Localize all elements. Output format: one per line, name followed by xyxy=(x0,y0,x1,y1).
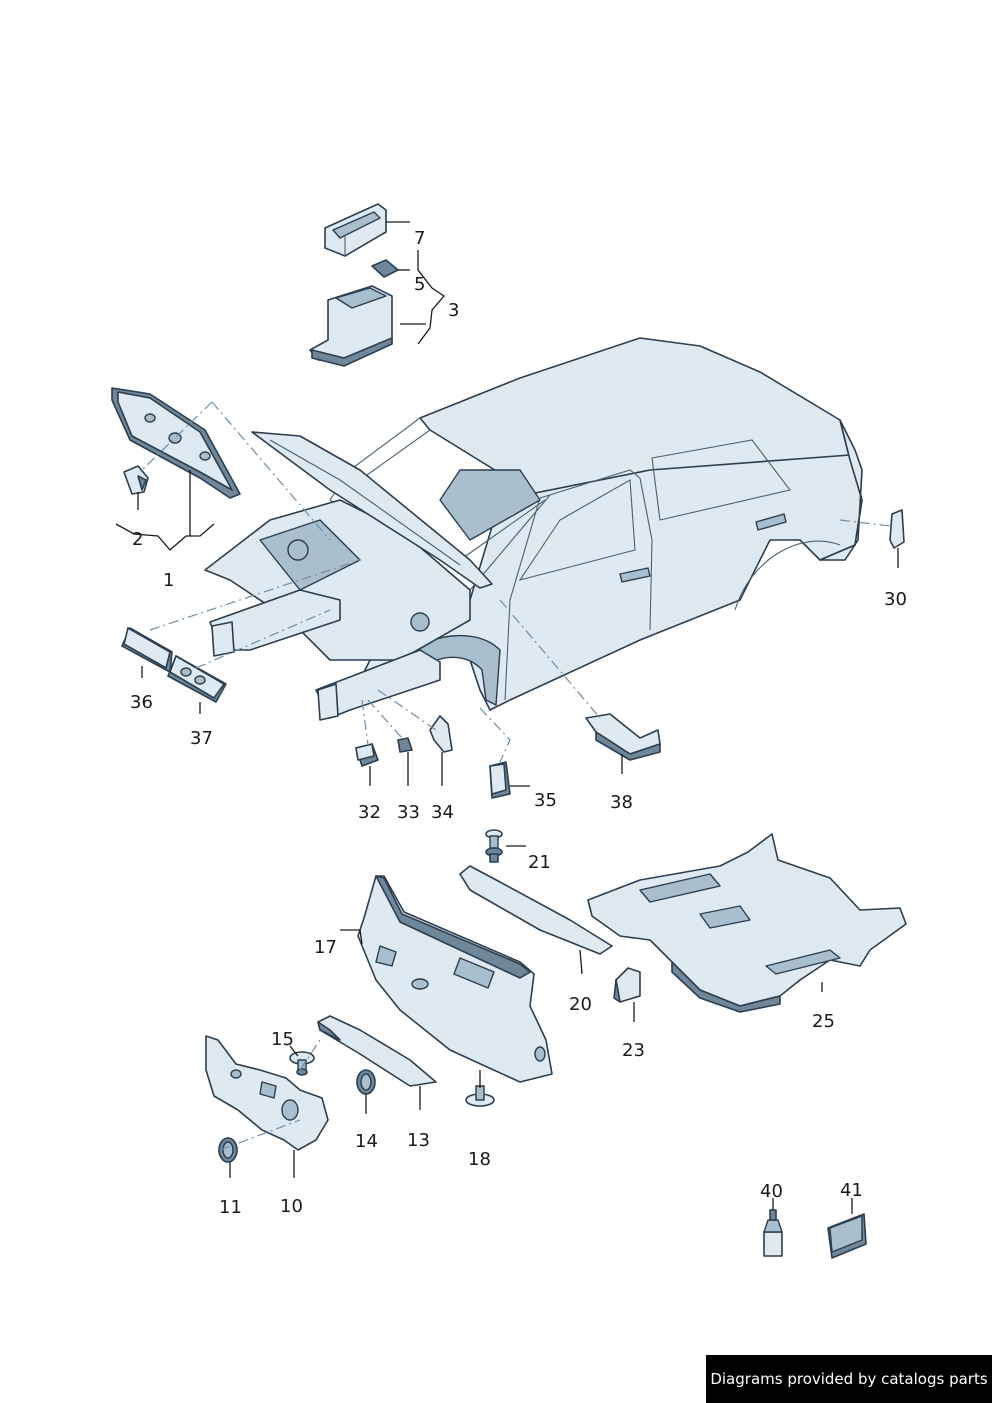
part-17-bulkhead-insulation xyxy=(357,875,553,1083)
callout-37: 37 xyxy=(190,728,213,749)
callout-labels: 7 5 3 1 2 30 36 37 32 33 34 35 38 21 17 … xyxy=(130,228,907,1218)
callout-3: 3 xyxy=(448,300,459,321)
part-1-sound-panel xyxy=(111,387,241,499)
part-21-clip xyxy=(485,829,503,863)
part-15-clip xyxy=(289,1051,315,1076)
callout-15: 15 xyxy=(271,1029,294,1050)
callout-38: 38 xyxy=(610,792,633,813)
engine-bay-structure xyxy=(204,499,471,721)
part-3-duct-housing xyxy=(309,285,393,367)
callout-30: 30 xyxy=(884,589,907,610)
callout-25: 25 xyxy=(812,1011,835,1032)
footer-credit: Diagrams provided by catalogs parts xyxy=(706,1355,992,1403)
part-32-block xyxy=(355,743,379,767)
callout-35: 35 xyxy=(534,790,557,811)
part-35-pad xyxy=(489,761,511,799)
callout-1: 1 xyxy=(163,570,174,591)
assembly-lines xyxy=(139,401,891,1151)
leader-lines xyxy=(115,221,899,1214)
callout-10: 10 xyxy=(280,1196,303,1217)
part-34-bracket xyxy=(429,715,453,753)
part-40-bottle xyxy=(763,1209,783,1257)
part-36-insulation xyxy=(121,627,173,673)
part-11-grommet xyxy=(218,1137,238,1163)
callout-18: 18 xyxy=(468,1149,491,1170)
part-37-insulation xyxy=(167,655,227,703)
callout-13: 13 xyxy=(407,1130,430,1151)
part-33-block xyxy=(397,737,413,753)
callout-17: 17 xyxy=(314,937,337,958)
part-20-strip xyxy=(459,865,613,955)
callout-36: 36 xyxy=(130,692,153,713)
part-38-insulation xyxy=(585,713,661,761)
part-13-strip xyxy=(317,1015,437,1087)
callout-33: 33 xyxy=(397,802,420,823)
callout-5: 5 xyxy=(414,274,425,295)
callout-23: 23 xyxy=(622,1040,645,1061)
part-14-grommet xyxy=(356,1069,376,1095)
callout-7: 7 xyxy=(414,228,425,249)
part-25-floor-covering xyxy=(587,833,907,1013)
part-2-clip xyxy=(123,465,149,495)
part-7-duct-cap xyxy=(324,203,387,257)
part-5-clip xyxy=(371,259,399,278)
callout-2: 2 xyxy=(132,529,143,550)
bonnet-open xyxy=(251,431,493,589)
callout-14: 14 xyxy=(355,1131,378,1152)
callout-20: 20 xyxy=(569,994,592,1015)
callout-11: 11 xyxy=(219,1197,242,1218)
part-30-trim xyxy=(889,509,905,549)
callout-21: 21 xyxy=(528,852,551,873)
part-41-pad xyxy=(827,1213,867,1259)
part-23-block xyxy=(613,967,641,1003)
callout-34: 34 xyxy=(431,802,454,823)
part-18-fastener xyxy=(465,1085,495,1107)
callout-32: 32 xyxy=(358,802,381,823)
callout-40: 40 xyxy=(760,1181,783,1202)
callout-41: 41 xyxy=(840,1180,863,1201)
